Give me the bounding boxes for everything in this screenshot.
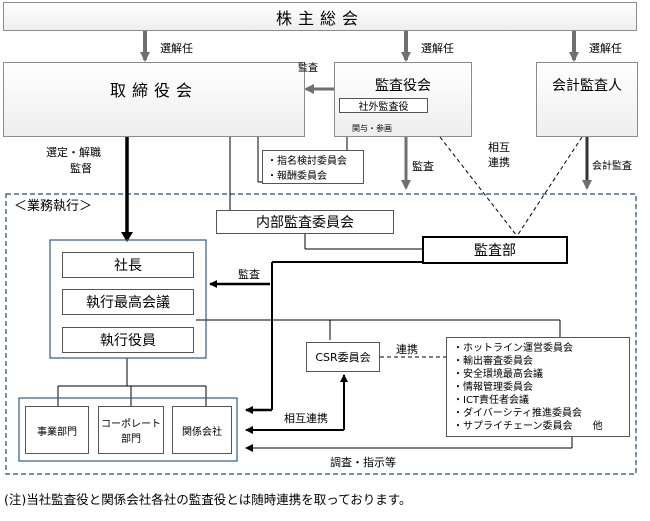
label-elect-2: 選解任 xyxy=(421,42,454,55)
subcommittee-item: ・情報管理委員会 xyxy=(453,381,533,393)
footnote: (注)当社監査役と関係会社各社の監査役とは随時連携を取っております。 xyxy=(4,492,412,507)
label-mutual-1: 相互 xyxy=(488,141,510,154)
executive-council-label: 執行最高会議 xyxy=(86,295,170,311)
label-elect-3: 選解任 xyxy=(589,42,622,55)
subcommittee-item: ・ダイバーシティ推進委員会 xyxy=(453,407,582,419)
affiliates: 関係会社 xyxy=(172,406,232,454)
committee-nomination: ・指名検討委員会 xyxy=(267,156,347,167)
label-accounting-audit: 会計監査 xyxy=(592,161,632,172)
label-business-execution: ＜業務執行＞ xyxy=(14,199,93,214)
subcommittee-item: ・輸出審査委員会 xyxy=(453,355,533,367)
label-mutual-link: 相互連携 xyxy=(284,412,328,425)
label-audit-to-board: 監査 xyxy=(298,63,318,74)
business-division: 事業部門 xyxy=(25,406,89,454)
label-cooperation: 連携 xyxy=(396,343,418,356)
accounting-auditor-label: 会計監査人 xyxy=(552,78,622,94)
board-of-directors: 取締役会 xyxy=(3,62,305,137)
corporate-division-label: コーポレート 部門 xyxy=(101,419,161,445)
label-elect-1: 選解任 xyxy=(160,42,193,55)
business-division-label: 事業部門 xyxy=(37,426,77,438)
shareholders-meeting: 株主総会 xyxy=(3,2,637,31)
shareholders-label: 株主総会 xyxy=(275,8,364,28)
subcommittee-item: ・ホットライン運営委員会 xyxy=(453,342,573,354)
executive-officers: 執行役員 xyxy=(62,327,194,353)
outside-auditor-label: 社外監査役 xyxy=(358,102,409,113)
internal-audit-committee: 内部監査委員会 xyxy=(216,210,394,234)
label-select: 選定・解職 xyxy=(46,146,101,159)
label-audit-down: 監査 xyxy=(412,160,434,173)
csr-committee: CSR委員会 xyxy=(306,342,380,372)
csr-subcommittees: ・ホットライン運営委員会 ・輸出審査委員会 ・安全環境最高会議 ・情報管理委員会… xyxy=(446,337,630,437)
corporate-division: コーポレート 部門 xyxy=(98,406,164,454)
subcommittee-item: ・安全環境最高会議 xyxy=(453,368,543,380)
subcommittee-item: ・ICT責任者会議 xyxy=(453,394,530,406)
csr-committee-label: CSR委員会 xyxy=(315,351,371,364)
label-mutual-2: 連携 xyxy=(488,156,510,169)
executive-council: 執行最高会議 xyxy=(62,289,194,315)
label-investigate: 調査・指示等 xyxy=(330,456,396,469)
board-label: 取締役会 xyxy=(109,81,198,100)
internal-audit-committee-label: 内部監査委員会 xyxy=(256,215,354,231)
outside-auditor: 社外監査役 xyxy=(339,98,428,113)
nomination-compensation-committees: ・指名検討委員会 ・報酬委員会 xyxy=(262,150,364,184)
audit-board-label: 監査役会 xyxy=(375,78,431,94)
accounting-auditor: 会計監査人 xyxy=(536,62,638,137)
subcommittee-item: ・サプライチェーン委員会 他 xyxy=(453,420,603,432)
president: 社長 xyxy=(62,252,194,278)
label-involve: 関与・参画 xyxy=(352,124,392,133)
president-label: 社長 xyxy=(114,258,142,274)
label-supervise: 監督 xyxy=(70,162,92,175)
affiliates-label: 関係会社 xyxy=(182,426,222,438)
audit-department: 監査部 xyxy=(422,236,568,264)
label-audit-left: 監査 xyxy=(238,268,260,281)
committee-compensation: ・報酬委員会 xyxy=(267,171,327,182)
audit-department-label: 監査部 xyxy=(474,243,516,259)
executive-officers-label: 執行役員 xyxy=(100,333,156,349)
